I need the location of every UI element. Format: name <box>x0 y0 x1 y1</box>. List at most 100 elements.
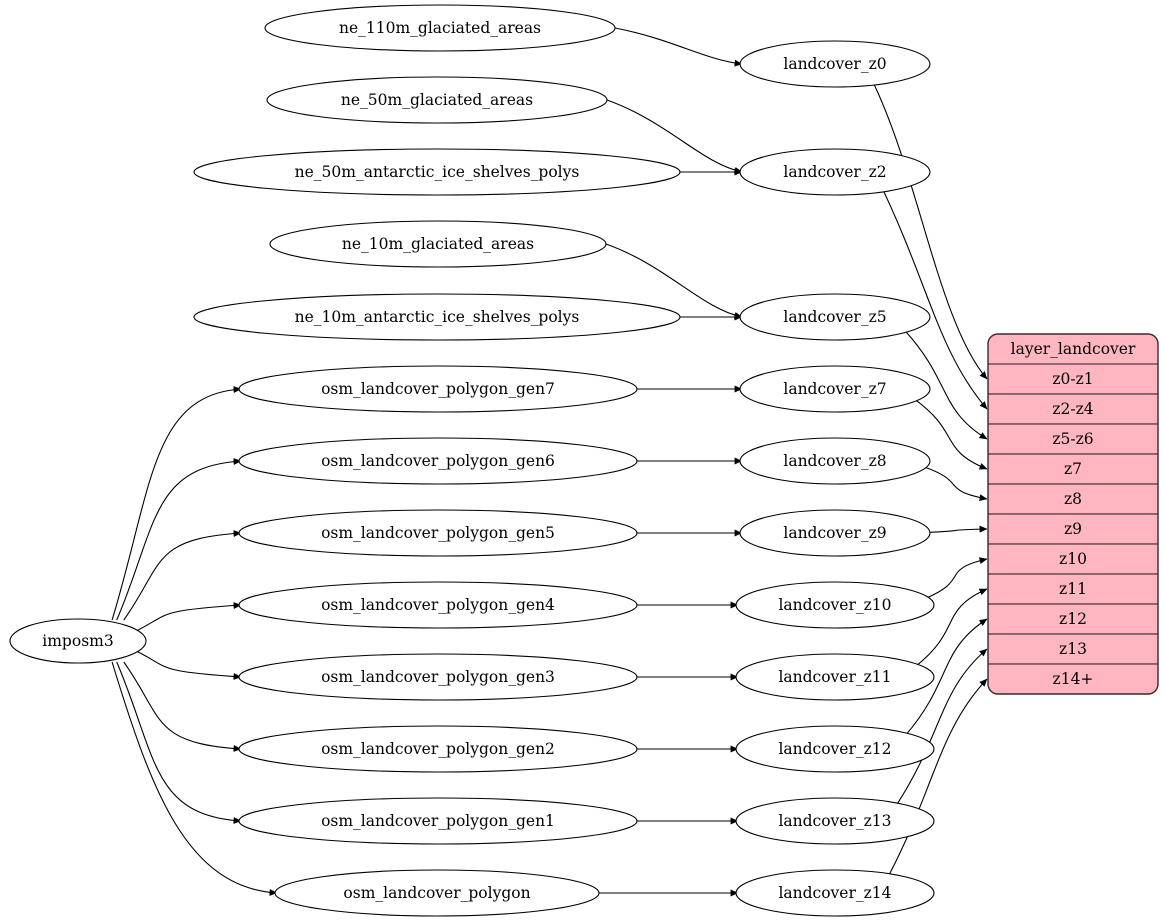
table-row-z12[interactable] <box>988 603 1158 635</box>
table-row-label: z5-z6 <box>1052 430 1093 448</box>
node-label: osm_landcover_polygon_gen2 <box>321 740 555 758</box>
node-ellipse <box>739 148 931 196</box>
node-ellipse <box>735 653 935 701</box>
node-ellipse <box>274 869 600 917</box>
node-ellipse <box>269 220 607 268</box>
table-row-z13[interactable] <box>988 633 1158 665</box>
node-ellipse <box>193 293 681 341</box>
node-osm_landcover_polygon_gen7[interactable]: osm_landcover_polygon_gen7 <box>238 365 638 413</box>
node-landcover_z0[interactable]: landcover_z0 <box>739 40 931 88</box>
table-row-label: z10 <box>1059 550 1087 568</box>
table-row-label: z8 <box>1064 490 1082 508</box>
node-ellipse <box>238 581 638 629</box>
node-ne_10m_antarctic_ice_shelves_polys[interactable]: ne_10m_antarctic_ice_shelves_polys <box>193 293 681 341</box>
node-ellipse <box>739 40 931 88</box>
node-imposm3[interactable]: imposm3 <box>9 618 147 664</box>
node-label: ne_50m_antarctic_ice_shelves_polys <box>295 163 580 181</box>
node-label: osm_landcover_polygon <box>343 884 530 902</box>
edge-landcover_z5-to-table-row-z5-z6 <box>904 330 988 440</box>
node-ellipse <box>735 869 935 917</box>
node-landcover_z11[interactable]: landcover_z11 <box>735 653 935 701</box>
table-outline <box>987 333 1159 695</box>
table-row-label: z2-z4 <box>1052 400 1093 418</box>
edge-landcover_z2-to-table-row-z2-z4 <box>882 190 988 410</box>
edge-imposm3-to-osm_landcover_polygon_gen6 <box>116 458 242 621</box>
node-osm_landcover_polygon_gen3[interactable]: osm_landcover_polygon_gen3 <box>238 653 638 701</box>
node-label: landcover_z0 <box>783 55 886 73</box>
node-landcover_z10[interactable]: landcover_z10 <box>735 581 935 629</box>
table-row-z9[interactable] <box>988 513 1158 545</box>
node-ne_110m_glaciated_areas[interactable]: ne_110m_glaciated_areas <box>264 4 616 52</box>
node-ellipse <box>266 76 608 124</box>
table-row-z10[interactable] <box>988 543 1158 575</box>
table-row-label: z12 <box>1059 610 1087 628</box>
node-landcover_z14[interactable]: landcover_z14 <box>735 869 935 917</box>
node-osm_landcover_polygon[interactable]: osm_landcover_polygon <box>274 869 600 917</box>
table-row-z14+[interactable] <box>988 663 1158 694</box>
table-row-label: z13 <box>1059 640 1087 658</box>
table-row-z8[interactable] <box>988 483 1158 515</box>
node-label: ne_110m_glaciated_areas <box>339 19 541 37</box>
node-ne_10m_glaciated_areas[interactable]: ne_10m_glaciated_areas <box>269 220 607 268</box>
edge-landcover_z0-to-table-row-z0-z1 <box>873 83 988 380</box>
node-osm_landcover_polygon_gen5[interactable]: osm_landcover_polygon_gen5 <box>238 509 638 557</box>
node-label: imposm3 <box>42 632 113 650</box>
node-ellipse <box>238 509 638 557</box>
node-label: osm_landcover_polygon_gen1 <box>321 812 555 830</box>
node-label: ne_10m_antarctic_ice_shelves_polys <box>295 308 580 326</box>
node-ellipse <box>735 581 935 629</box>
node-label: landcover_z7 <box>783 380 886 398</box>
node-label: osm_landcover_polygon_gen7 <box>321 380 555 398</box>
edge-landcover_z13-to-table-row-z13 <box>896 648 988 805</box>
node-label: landcover_z2 <box>783 163 886 181</box>
node-osm_landcover_polygon_gen4[interactable]: osm_landcover_polygon_gen4 <box>238 581 638 629</box>
node-landcover_z12[interactable]: landcover_z12 <box>735 725 935 773</box>
node-landcover_z9[interactable]: landcover_z9 <box>739 509 931 557</box>
node-label: landcover_z11 <box>778 668 891 686</box>
table-header-cell <box>988 334 1158 364</box>
edge-landcover_z11-to-table-row-z11 <box>915 588 988 667</box>
table-row-z0-z1[interactable] <box>988 363 1158 395</box>
edge-landcover_z7-to-table-row-z7 <box>914 398 988 470</box>
edge-landcover_z9-to-table-row-z9 <box>925 525 988 533</box>
node-landcover_z5[interactable]: landcover_z5 <box>739 293 931 341</box>
table-layer-landcover[interactable]: z0-z1z2-z4z5-z6z7z8z9z10z11z12z13z14+lay… <box>987 333 1159 695</box>
node-ellipse <box>9 618 147 664</box>
node-ne_50m_glaciated_areas[interactable]: ne_50m_glaciated_areas <box>266 76 608 124</box>
node-landcover_z7[interactable]: landcover_z7 <box>739 365 931 413</box>
edge-landcover_z14-to-table-row-z14+ <box>888 678 988 876</box>
edge-landcover_z10-to-table-row-z10 <box>924 557 988 600</box>
edge-landcover_z8-to-table-row-z8 <box>922 465 988 502</box>
node-ellipse <box>735 725 935 773</box>
node-ne_50m_antarctic_ice_shelves_polys[interactable]: ne_50m_antarctic_ice_shelves_polys <box>193 148 681 196</box>
table-header-label: layer_landcover <box>1011 340 1136 358</box>
node-osm_landcover_polygon_gen2[interactable]: osm_landcover_polygon_gen2 <box>238 725 638 773</box>
node-label: landcover_z5 <box>783 308 886 326</box>
node-label: landcover_z9 <box>783 524 886 542</box>
node-ellipse <box>238 437 638 485</box>
node-label: ne_50m_glaciated_areas <box>341 91 533 109</box>
node-ellipse <box>238 653 638 701</box>
node-ellipse <box>238 725 638 773</box>
node-landcover_z8[interactable]: landcover_z8 <box>739 437 931 485</box>
node-osm_landcover_polygon_gen1[interactable]: osm_landcover_polygon_gen1 <box>238 797 638 845</box>
node-ellipse <box>739 365 931 413</box>
node-landcover_z2[interactable]: landcover_z2 <box>739 148 931 196</box>
edge-ne_10m_glaciated_areas-to-landcover_z5 <box>605 243 743 319</box>
node-ellipse <box>238 365 638 413</box>
node-label: landcover_z14 <box>778 884 891 902</box>
table-row-label: z7 <box>1064 460 1082 478</box>
table-row-label: z0-z1 <box>1052 370 1093 388</box>
node-label: landcover_z12 <box>778 740 891 758</box>
edge-imposm3-to-osm_landcover_polygon_gen2 <box>123 661 242 752</box>
node-label: ne_10m_glaciated_areas <box>342 235 534 253</box>
node-ellipse <box>739 509 931 557</box>
node-label: landcover_z8 <box>783 452 886 470</box>
node-landcover_z13[interactable]: landcover_z13 <box>735 797 935 845</box>
node-ellipse <box>238 797 638 845</box>
node-label: osm_landcover_polygon_gen6 <box>321 452 555 470</box>
table-row-label: z11 <box>1059 580 1087 598</box>
node-osm_landcover_polygon_gen6[interactable]: osm_landcover_polygon_gen6 <box>238 437 638 485</box>
node-ellipse <box>739 293 931 341</box>
